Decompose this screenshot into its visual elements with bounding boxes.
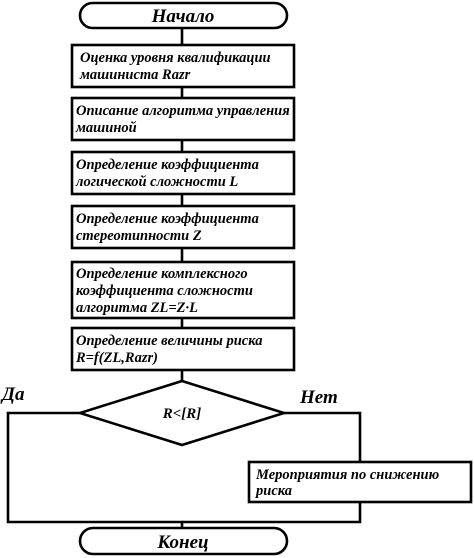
process-step-4-line-1: Определение коэффициента <box>76 211 259 227</box>
connector-yes-branch <box>6 411 184 528</box>
process-step-6-line-2: R=f(ZL,Razr) <box>75 350 158 366</box>
process-step-1: Оценка уровня квалификации машиниста Raz… <box>70 43 296 89</box>
start-terminator: Начало <box>78 1 289 30</box>
action-box-line-2: риска <box>254 483 292 499</box>
process-step-5-text: Определение комплексного коэффициента сл… <box>76 266 257 316</box>
connector-no-branch <box>284 411 362 462</box>
process-step-6-text: Определение величины риска R=f(ZL,Razr) <box>75 333 266 366</box>
process-step-6-line-1: Определение величины риска <box>76 333 262 349</box>
decision: R<[R] <box>75 379 289 447</box>
start-label: Начало <box>151 6 215 27</box>
process-step-4-text: Определение коэффициента стереотипности … <box>76 211 262 244</box>
end-terminator: Конец <box>78 526 289 556</box>
process-step-5-line-2: коэффициента сложности <box>76 283 253 299</box>
process-step-4: Определение коэффициента стереотипности … <box>70 204 296 250</box>
process-step-1-line-2: машиниста Razr <box>79 67 191 83</box>
process-step-3-text: Определение коэффициента логической слож… <box>75 157 262 190</box>
process-step-3-line-1: Определение коэффициента <box>76 157 259 173</box>
process-step-2: Описание алгоритма управления машиной <box>70 96 296 142</box>
process-step-2-line-2: машиной <box>75 120 137 136</box>
decision-condition: R<[R] <box>162 406 202 422</box>
process-step-5-line-3: алгоритма ZL=Z·L <box>76 300 198 316</box>
connectors <box>6 28 362 528</box>
action-box: Мероприятия по снижению риска <box>247 460 473 504</box>
process-step-1-text: Оценка уровня квалификации машиниста Raz… <box>79 50 274 83</box>
end-label: Конец <box>156 532 208 553</box>
process-step-6: Определение величины риска R=f(ZL,Razr) <box>70 326 296 372</box>
no-label: Нет <box>299 387 338 408</box>
action-box-text: Мероприятия по снижению риска <box>254 467 443 499</box>
process-step-4-line-2: стереотипности Z <box>76 228 202 244</box>
connector-action-end <box>182 502 362 524</box>
process-step-5-line-1: Определение комплексного <box>76 266 248 282</box>
process-step-5: Определение комплексного коэффициента сл… <box>70 260 296 320</box>
action-box-line-1: Мероприятия по снижению <box>255 467 440 483</box>
process-step-3-line-2: логической сложности L <box>75 174 238 190</box>
process-step-2-text: Описание алгоритма управления машиной <box>75 103 293 136</box>
process-step-1-line-1: Оценка уровня квалификации <box>80 50 271 66</box>
process-step-2-line-1: Описание алгоритма управления <box>76 103 290 119</box>
yes-label: Да <box>0 384 25 405</box>
process-step-3: Определение коэффициента логической слож… <box>70 150 296 196</box>
